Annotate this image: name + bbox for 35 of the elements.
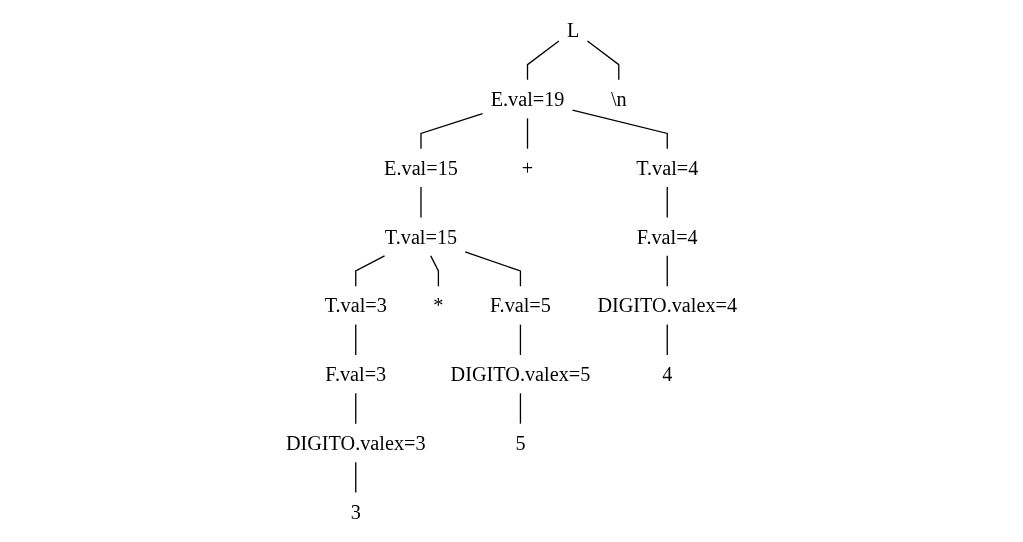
node-text: E.val=15 (384, 156, 458, 179)
node-text: F.val=5 (489, 294, 551, 317)
node-text: * (433, 294, 444, 317)
connector (355, 323, 357, 356)
node-text: 5 (515, 431, 526, 455)
node-text: T.val=4 (636, 156, 699, 179)
node-text: T.val=15 (384, 225, 458, 248)
connector (430, 255, 440, 287)
node-text: 3 (350, 500, 361, 523)
node-text: \n (610, 87, 627, 111)
connector (464, 251, 522, 287)
node-text: DIGITO.valex=5 (450, 363, 591, 386)
connector (355, 392, 357, 425)
connector (420, 112, 484, 150)
connector (526, 40, 560, 81)
connector (666, 186, 668, 219)
node-text: L (566, 19, 580, 42)
connector (571, 109, 668, 150)
node-text: DIGITO.valex=3 (285, 431, 426, 455)
connector (355, 255, 386, 287)
connector (586, 40, 620, 81)
connector (526, 117, 529, 150)
node-text: F.val=4 (636, 225, 698, 248)
connector (666, 255, 668, 287)
connector (666, 323, 668, 356)
connector (355, 461, 357, 494)
node-text: F.val=3 (325, 363, 387, 386)
connector (519, 323, 522, 356)
connector (420, 186, 422, 219)
node-text: E.val=19 (490, 87, 565, 111)
node-text: T.val=3 (324, 294, 387, 317)
node-text: DIGITO.valex=4 (597, 294, 738, 317)
connector (519, 392, 522, 425)
node-text: + (521, 156, 534, 179)
node-text: 4 (662, 363, 673, 386)
